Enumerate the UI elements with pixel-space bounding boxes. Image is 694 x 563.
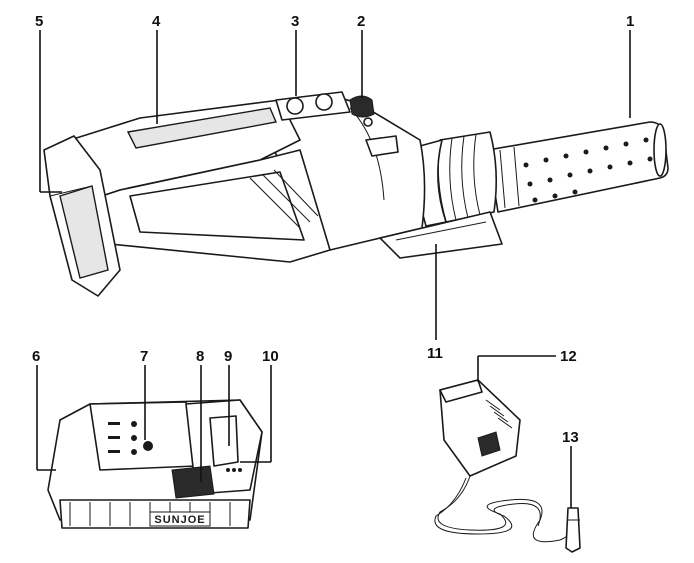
callout-4: 4 — [152, 13, 161, 30]
battery-illustration: SUNJOE — [47, 399, 263, 529]
callout-7: 7 — [140, 348, 148, 365]
power-switch — [349, 95, 375, 118]
callout-11: 11 — [427, 345, 443, 362]
charger-illustration — [434, 379, 581, 553]
handle-body — [69, 99, 331, 263]
callout-12: 12 — [560, 348, 577, 365]
callout-numbers: 1 2 3 4 5 6 7 8 9 10 11 12 13 — [32, 13, 634, 446]
callout-2: 2 — [357, 13, 365, 30]
callout-1: 1 — [626, 13, 634, 30]
callout-3: 3 — [291, 13, 299, 30]
tube-collar — [417, 131, 498, 227]
blower-illustration — [43, 91, 669, 297]
battery-brand-label: SUNJOE — [154, 514, 205, 526]
callout-13: 13 — [562, 429, 579, 446]
callout-9: 9 — [224, 348, 232, 365]
base-plate — [379, 211, 503, 259]
callout-5: 5 — [35, 13, 43, 30]
blower-tube — [487, 121, 669, 213]
battery-port — [43, 135, 121, 297]
callout-10: 10 — [262, 348, 279, 365]
speed-switch — [275, 91, 351, 121]
leader-lines — [36, 30, 631, 508]
callout-8: 8 — [196, 348, 204, 365]
callout-6: 6 — [32, 348, 40, 365]
